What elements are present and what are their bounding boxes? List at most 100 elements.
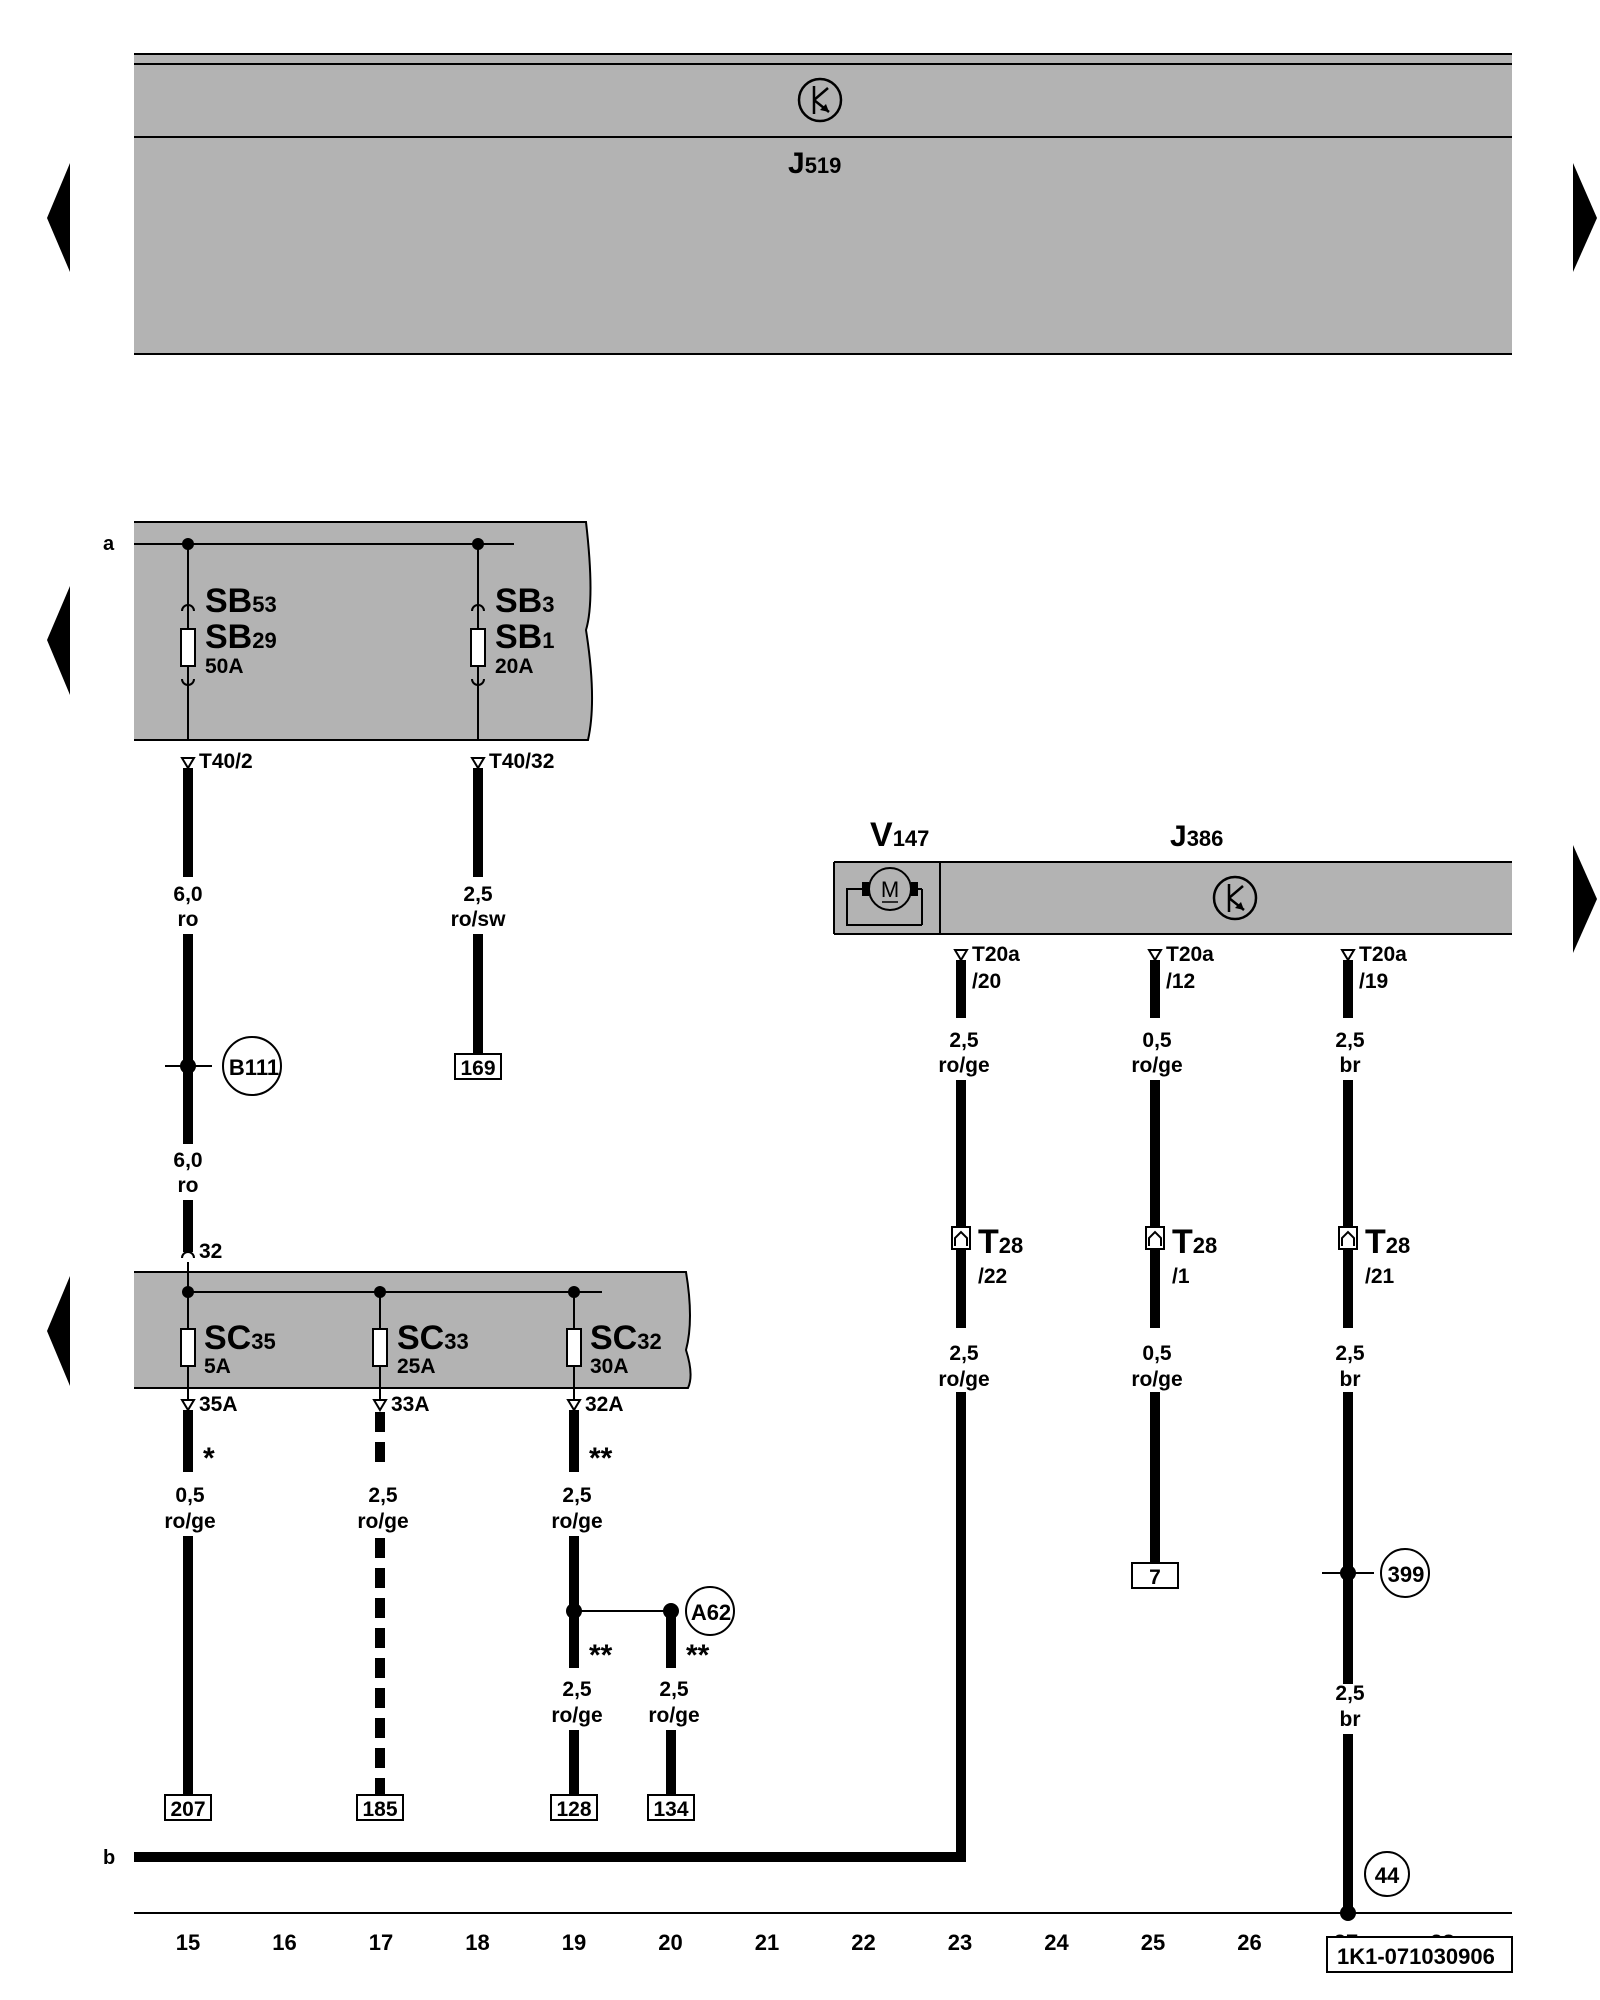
connector-pin: /19 — [1359, 970, 1388, 993]
grid-number: 20 — [658, 1930, 682, 1955]
reference-box — [164, 1794, 212, 1821]
reference-box — [647, 1794, 695, 1821]
wire-color: ro/ge — [551, 1704, 602, 1727]
fuse-sb3-sb1: SB3 SB1 20A — [470, 544, 554, 740]
diagram-id-box: 1K1-071030906 — [1326, 1936, 1513, 1973]
connector-label: T28 — [1172, 1223, 1217, 1261]
grid-number: 21 — [755, 1930, 779, 1955]
grid-number: 24 — [1044, 1930, 1069, 1955]
fuse-rating: 50A — [205, 655, 244, 678]
wire-color: ro/ge — [1131, 1368, 1182, 1391]
wire-size: 0,5 — [1142, 1029, 1172, 1052]
j386-electronic-icon — [1212, 875, 1258, 921]
fuse-sc35: SC35 5A — [180, 1292, 276, 1400]
j519-block: J519 — [134, 53, 1512, 355]
option-mark: * — [203, 1442, 215, 1475]
wire-size: 2,5 — [1335, 1029, 1365, 1052]
wire-size: 2,5 — [949, 1029, 979, 1052]
grid-number: 25 — [1141, 1930, 1165, 1955]
wire-color: ro/ge — [551, 1510, 602, 1533]
connector-pin: /12 — [1166, 970, 1195, 993]
fuse-rating: 30A — [590, 1355, 629, 1378]
reference-number: 134 — [653, 1798, 688, 1821]
wire-size: 2,5 — [1335, 1342, 1365, 1365]
splice-a62: A62 — [685, 1586, 735, 1636]
reference-box — [454, 1053, 502, 1080]
wire-size: 2,5 — [562, 1678, 592, 1701]
wire-color: ro — [178, 908, 199, 931]
fuse-rating: 25A — [397, 1355, 436, 1378]
fuse-label-sb53: SB53 — [205, 582, 277, 620]
ground-44: 44 — [1364, 1851, 1410, 1897]
wire-size: 6,0 — [173, 883, 202, 906]
wire-size: 2,5 — [368, 1484, 398, 1507]
grid-number: 18 — [465, 1930, 489, 1955]
connector-label: 32 — [199, 1240, 222, 1263]
wire-color: br — [1340, 1708, 1361, 1731]
fuse-rating: 5A — [204, 1355, 231, 1378]
fuse-sc32: SC32 30A — [566, 1292, 662, 1400]
fuse-box-sb: a SB53 SB29 50A SB3 SB1 20A — [103, 521, 594, 741]
connector-label: T40/2 — [199, 750, 253, 773]
wire-size: 2,5 — [1335, 1682, 1365, 1705]
connector-label: T28 — [978, 1223, 1023, 1261]
j386-label: J386 — [1170, 820, 1223, 853]
wire-col15-lower: 35A * 0,5 ro/ge 207 — [164, 1393, 238, 1821]
page-right-arrow-icon[interactable] — [1573, 845, 1597, 953]
wire-size: 2,5 — [562, 1484, 592, 1507]
connector-pin: /1 — [1172, 1265, 1190, 1288]
wire-size: 0,5 — [175, 1484, 205, 1507]
grid-number: 26 — [1237, 1930, 1261, 1955]
wire-color: ro/ge — [164, 1510, 215, 1533]
wire-size: 2,5 — [463, 883, 493, 906]
wire-color: ro/ge — [938, 1054, 989, 1077]
fuse-rating: 20A — [495, 655, 534, 678]
connector-label: 35A — [199, 1393, 238, 1416]
j519-label: J519 — [788, 147, 841, 180]
fuse-label-sb1: SB1 — [495, 618, 554, 656]
wire-col19: 32A ** 2,5 ro/ge ** 2,5 ro/ge 128 — [550, 1393, 671, 1821]
j386-block: V147 J386 M — [833, 816, 1512, 935]
splice-label: 399 — [1388, 1562, 1425, 1587]
fuse-label-sc32: SC32 — [590, 1319, 662, 1357]
wire-color: ro/ge — [1131, 1054, 1182, 1077]
reference-box — [356, 1794, 404, 1821]
j519-electronic-icon — [797, 77, 843, 123]
grid-number: 16 — [272, 1930, 296, 1955]
v147-motor-icon: M — [846, 867, 923, 926]
splice-label: A62 — [691, 1600, 731, 1625]
fuse-sb53-sb29: SB53 SB29 50A — [180, 544, 277, 740]
wire-size: 2,5 — [949, 1342, 979, 1365]
reference-number: 169 — [460, 1057, 495, 1080]
page-left-arrow-icon[interactable] — [47, 586, 70, 695]
v147-label: V147 — [870, 816, 929, 854]
connector-label: T40/32 — [489, 750, 554, 773]
ground-label: 44 — [1375, 1863, 1400, 1888]
grid-number: 22 — [851, 1930, 875, 1955]
reference-number: 7 — [1149, 1566, 1161, 1589]
option-mark: ** — [589, 1639, 613, 1672]
splice-label: B111 — [229, 1055, 279, 1080]
wire-col25: T20a /12 0,5 ro/ge T28 /1 0,5 ro/ge 7 — [1131, 943, 1217, 1589]
wire-col18: T40/32 2,5 ro/sw 169 — [451, 750, 554, 1080]
reference-number: 207 — [170, 1798, 205, 1821]
fuse-label-sc35: SC35 — [204, 1319, 276, 1357]
motor-letter: M — [881, 877, 899, 902]
connector-label: T20a — [1166, 943, 1214, 966]
option-mark: ** — [589, 1442, 613, 1475]
page-left-arrow-icon[interactable] — [47, 1276, 70, 1386]
connector-label: 32A — [585, 1393, 624, 1416]
grid-number: 23 — [948, 1930, 972, 1955]
splice-399: 399 — [1380, 1548, 1430, 1598]
reference-box — [550, 1794, 598, 1821]
page-left-arrow-icon[interactable] — [47, 163, 70, 272]
rail-a-label: a — [103, 533, 115, 555]
reference-number: 185 — [362, 1798, 397, 1821]
connector-label: 33A — [391, 1393, 430, 1416]
page-right-arrow-icon[interactable] — [1573, 163, 1597, 272]
connector-pin: /22 — [978, 1265, 1007, 1288]
wire-size: 0,5 — [1142, 1342, 1172, 1365]
grid-number: 17 — [369, 1930, 393, 1955]
reference-number: 128 — [556, 1798, 591, 1821]
